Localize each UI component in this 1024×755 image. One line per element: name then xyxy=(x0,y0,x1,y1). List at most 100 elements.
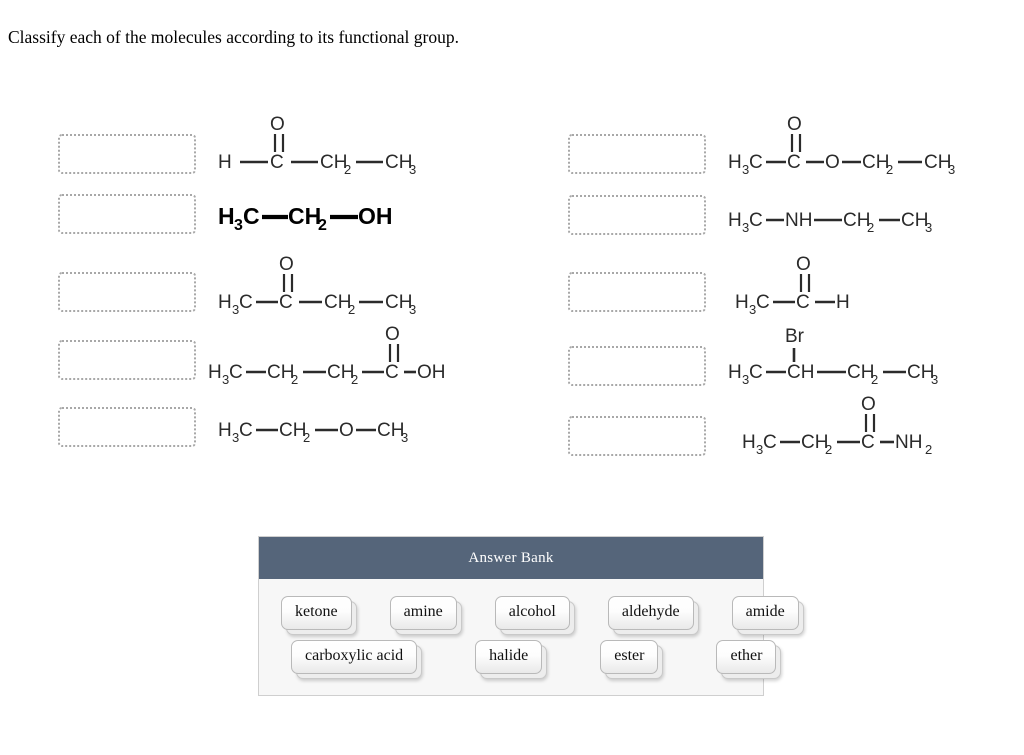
svg-text:C: C xyxy=(796,292,810,313)
answer-tile-alcohol[interactable]: alcohol xyxy=(494,596,570,630)
svg-text:O: O xyxy=(385,324,400,345)
structure-mol-10: H 3 C CH 2 C O NH 2 xyxy=(742,390,992,460)
svg-text:3: 3 xyxy=(409,302,416,317)
answer-tile-amine[interactable]: amine xyxy=(389,596,457,630)
answer-dropzone-mol-9[interactable] xyxy=(568,346,706,386)
svg-text:C: C xyxy=(787,152,801,173)
svg-text:2: 2 xyxy=(825,442,832,457)
answer-dropzone-mol-2[interactable] xyxy=(58,194,196,234)
svg-text:H: H xyxy=(208,362,222,383)
svg-text:2: 2 xyxy=(925,442,932,457)
answer-bank-row: ketone amine alcohol aldehyde amide xyxy=(269,591,804,636)
svg-text:3: 3 xyxy=(742,162,749,177)
svg-text:3: 3 xyxy=(948,162,955,177)
answer-tile-ketone[interactable]: ketone xyxy=(281,596,352,630)
svg-text:3: 3 xyxy=(409,162,416,177)
svg-text:H: H xyxy=(218,420,232,441)
structure-mol-9: H 3 C CH Br CH 2 CH 3 xyxy=(728,320,988,390)
answer-dropzone-mol-4[interactable] xyxy=(58,340,196,380)
structure-mol-4: H 3 C CH 2 CH 2 C O OH xyxy=(208,320,458,390)
svg-text:3: 3 xyxy=(222,372,229,387)
answer-bank: Answer Bank ketone amine alcohol aldehyd… xyxy=(258,536,804,696)
svg-text:C: C xyxy=(243,203,260,229)
tile-wrap: amide xyxy=(731,596,804,636)
svg-text:3: 3 xyxy=(756,442,763,457)
svg-text:O: O xyxy=(279,254,294,275)
svg-text:CH: CH xyxy=(924,152,951,173)
tile-wrap: ester xyxy=(600,640,664,680)
answer-tile-halide[interactable]: halide xyxy=(475,640,543,674)
svg-text:CH: CH xyxy=(801,432,828,453)
answer-tile-carboxylic-acid[interactable]: carboxylic acid xyxy=(291,640,418,674)
svg-text:C: C xyxy=(861,432,875,453)
answer-dropzone-mol-3[interactable] xyxy=(58,272,196,312)
structure-mol-2: H 3 C CH 2 OH xyxy=(218,180,448,250)
svg-text:C: C xyxy=(229,362,243,383)
svg-text:CH: CH xyxy=(385,152,412,173)
svg-text:C: C xyxy=(749,152,763,173)
svg-text:CH: CH xyxy=(907,362,934,383)
svg-text:CH: CH xyxy=(787,362,814,383)
page-title: Classify each of the molecules according… xyxy=(8,27,459,47)
answer-tile-aldehyde[interactable]: aldehyde xyxy=(607,596,694,630)
svg-text:2: 2 xyxy=(871,372,878,387)
tile-wrap: ether xyxy=(716,640,782,680)
svg-text:2: 2 xyxy=(344,162,351,177)
answer-dropzone-mol-6[interactable] xyxy=(568,134,706,174)
svg-text:C: C xyxy=(756,292,770,313)
svg-text:2: 2 xyxy=(303,430,310,445)
svg-text:CH: CH xyxy=(847,362,874,383)
svg-text:H: H xyxy=(728,152,742,173)
svg-text:3: 3 xyxy=(232,302,239,317)
svg-text:OH: OH xyxy=(358,203,393,229)
svg-text:H: H xyxy=(742,432,756,453)
svg-text:OH: OH xyxy=(417,362,446,383)
svg-text:H: H xyxy=(735,292,749,313)
svg-text:O: O xyxy=(787,114,802,135)
svg-text:C: C xyxy=(279,292,293,313)
answer-dropzone-mol-5[interactable] xyxy=(58,407,196,447)
svg-text:CH: CH xyxy=(862,152,889,173)
svg-text:CH: CH xyxy=(288,203,321,229)
svg-text:C: C xyxy=(270,152,284,173)
answer-tile-amide[interactable]: amide xyxy=(731,596,799,630)
svg-text:CH: CH xyxy=(385,292,412,313)
svg-text:O: O xyxy=(270,114,285,135)
answer-bank-row: carboxylic acid halide ester ether xyxy=(269,635,782,680)
tile-wrap: aldehyde xyxy=(607,596,699,636)
answer-bank-body: ketone amine alcohol aldehyde amide carb… xyxy=(259,579,804,695)
svg-text:3: 3 xyxy=(742,220,749,235)
answer-dropzone-mol-10[interactable] xyxy=(568,416,706,456)
answer-dropzone-mol-7[interactable] xyxy=(568,195,706,235)
svg-text:3: 3 xyxy=(401,430,408,445)
svg-text:2: 2 xyxy=(348,302,355,317)
svg-text:C: C xyxy=(763,432,777,453)
svg-text:CH: CH xyxy=(377,420,404,441)
svg-text:3: 3 xyxy=(742,372,749,387)
svg-text:O: O xyxy=(825,152,840,173)
svg-text:CH: CH xyxy=(901,210,928,231)
answer-dropzone-mol-8[interactable] xyxy=(568,272,706,312)
answer-tile-ether[interactable]: ether xyxy=(716,640,777,674)
svg-text:H: H xyxy=(728,362,742,383)
svg-text:O: O xyxy=(861,394,876,415)
structure-mol-6: H 3 C C O O CH 2 CH 3 xyxy=(728,110,988,180)
svg-text:CH: CH xyxy=(324,292,351,313)
svg-text:C: C xyxy=(385,362,399,383)
svg-text:C: C xyxy=(749,362,763,383)
answer-tile-ester[interactable]: ester xyxy=(600,640,659,674)
tile-wrap: carboxylic acid xyxy=(291,640,423,680)
svg-text:Br: Br xyxy=(785,326,805,347)
svg-text:CH: CH xyxy=(320,152,347,173)
svg-text:CH: CH xyxy=(267,362,294,383)
answer-bank-title: Answer Bank xyxy=(259,537,763,579)
svg-text:C: C xyxy=(239,292,253,313)
svg-text:3: 3 xyxy=(232,430,239,445)
svg-text:C: C xyxy=(239,420,253,441)
svg-text:H: H xyxy=(218,152,232,173)
answer-dropzone-mol-1[interactable] xyxy=(58,134,196,174)
structure-mol-3: H 3 C C O CH 2 CH 3 xyxy=(218,250,448,320)
svg-text:2: 2 xyxy=(318,217,327,234)
svg-text:H: H xyxy=(836,292,850,313)
structure-mol-1: H C O CH 2 CH 3 xyxy=(218,110,448,180)
